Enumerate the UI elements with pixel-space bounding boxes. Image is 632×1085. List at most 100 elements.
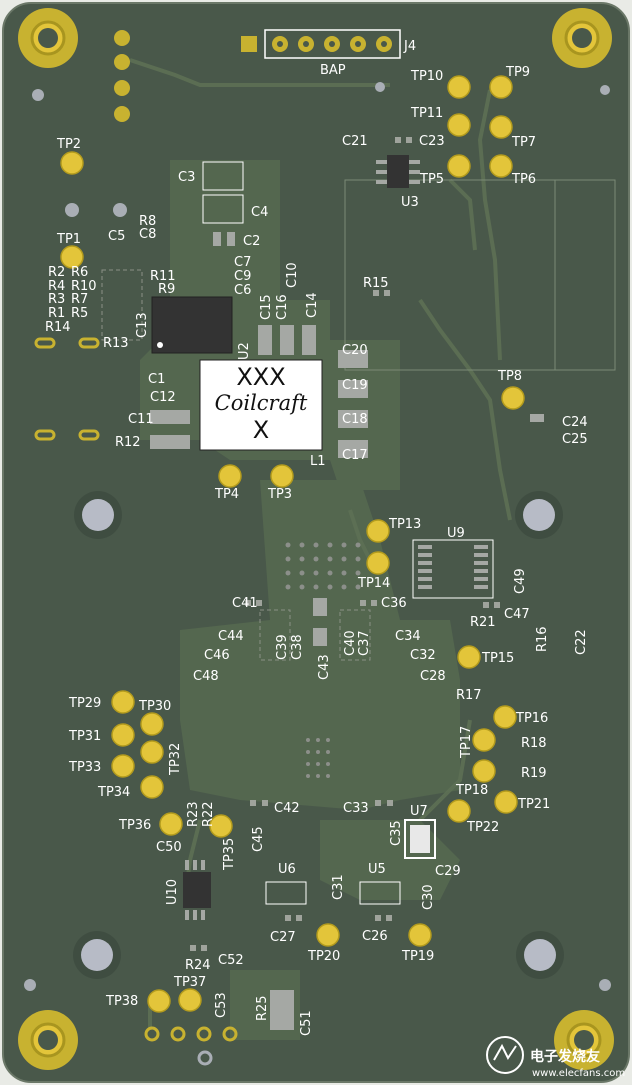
test-point-label: TP3 <box>267 487 292 502</box>
test-point-label: TP13 <box>388 517 421 532</box>
ic-u7: U7 <box>404 804 436 859</box>
via <box>326 762 330 766</box>
reference-label: C31 <box>331 874 346 900</box>
test-point-pad <box>209 814 233 838</box>
reference-label: R8 <box>139 214 156 229</box>
watermark-sub: www.elecfans.com <box>532 1068 625 1079</box>
via <box>316 774 320 778</box>
via <box>326 738 330 742</box>
via <box>285 570 291 576</box>
mounting-holes <box>18 8 614 1070</box>
test-point-pad <box>501 386 525 410</box>
j4-name-label: BAP <box>320 63 346 78</box>
reference-label: R10 <box>71 279 97 294</box>
reference-label: C25 <box>562 432 588 447</box>
test-point-label: TP30 <box>138 699 171 714</box>
u6-ref-label: U6 <box>278 862 296 877</box>
test-point-label: TP29 <box>68 696 101 711</box>
test-point-label: TP14 <box>357 576 390 591</box>
ic-u5: U5 <box>359 862 401 905</box>
test-point-label: TP19 <box>401 949 434 964</box>
test-point-label: TP38 <box>105 994 138 1009</box>
via <box>316 762 320 766</box>
test-point-pad <box>316 923 340 947</box>
smd-parts <box>150 161 544 1030</box>
reference-label: C37 <box>357 630 372 656</box>
test-point-label: TP35 <box>222 838 237 871</box>
test-point-pad <box>408 923 432 947</box>
reference-label: C10 <box>285 262 300 288</box>
test-point-label: TP10 <box>410 69 443 84</box>
reference-label: C17 <box>342 448 368 463</box>
reference-label: C43 <box>317 654 332 680</box>
test-point-pad <box>111 754 135 778</box>
u3-ref-label: U3 <box>401 195 419 210</box>
via <box>299 584 305 590</box>
reference-label: C5 <box>108 229 125 244</box>
test-point-label: TP36 <box>118 818 151 833</box>
reference-label: C13 <box>135 312 150 338</box>
reference-label: C9 <box>234 269 251 284</box>
test-point-pad <box>494 790 518 814</box>
side-header-pins <box>34 30 130 441</box>
u9-ref-label: U9 <box>447 526 465 541</box>
via <box>299 570 305 576</box>
via-grid <box>285 542 361 778</box>
test-point-pad <box>447 154 471 178</box>
mounting-hole <box>18 1010 78 1070</box>
via <box>285 542 291 548</box>
watermark-main: 电子发烧友 <box>530 1048 600 1065</box>
reference-label: R14 <box>45 320 71 335</box>
reference-label: C30 <box>421 884 436 910</box>
reference-label: C35 <box>389 820 404 846</box>
reference-label: R13 <box>103 336 129 351</box>
reference-label: R16 <box>535 626 550 652</box>
reference-label: C22 <box>574 629 589 655</box>
test-point-label: TP7 <box>511 135 536 150</box>
reference-label: R25 <box>255 995 270 1021</box>
mounting-hole <box>554 1010 614 1070</box>
reference-label: C29 <box>435 864 461 879</box>
via <box>299 556 305 562</box>
reference-label: C11 <box>128 412 154 427</box>
test-point-pad <box>60 151 84 175</box>
test-point-pad <box>447 799 471 823</box>
inductor-brand: Coilcraft <box>215 391 308 415</box>
test-point-pad <box>178 988 202 1012</box>
test-point-label: TP32 <box>168 743 183 776</box>
test-point-label: TP16 <box>515 711 548 726</box>
via <box>355 542 361 548</box>
via <box>355 556 361 562</box>
u5-ref-label: U5 <box>368 862 386 877</box>
test-point-pad <box>447 75 471 99</box>
u2-ref-label: U2 <box>237 342 252 360</box>
connector-j4: J4 BAP <box>241 29 416 78</box>
test-point-pad <box>218 464 242 488</box>
reference-label: R7 <box>71 292 88 307</box>
test-point-pad <box>147 989 171 1013</box>
reference-label: R18 <box>521 736 547 751</box>
reference-label: C48 <box>193 669 219 684</box>
reference-label: C51 <box>299 1010 314 1036</box>
via <box>285 584 291 590</box>
npth-holes <box>65 203 564 979</box>
test-point-pad <box>489 75 513 99</box>
test-point-pad <box>140 775 164 799</box>
reference-label: C19 <box>342 378 368 393</box>
inductor-line1: XXX <box>236 363 285 391</box>
test-point-pad <box>472 728 496 752</box>
reference-label: C38 <box>290 634 305 660</box>
reference-label: C23 <box>419 134 445 149</box>
l1-ref-label: L1 <box>310 454 326 469</box>
reference-label: R21 <box>470 615 496 630</box>
reference-label: R19 <box>521 766 547 781</box>
reference-label: C49 <box>513 568 528 594</box>
reference-label: C15 <box>259 294 274 320</box>
reference-label: R4 <box>48 279 65 294</box>
via <box>326 750 330 754</box>
test-point-label: TP22 <box>466 820 499 835</box>
test-point-pad <box>447 113 471 137</box>
reference-label: R2 <box>48 265 65 280</box>
via <box>316 750 320 754</box>
